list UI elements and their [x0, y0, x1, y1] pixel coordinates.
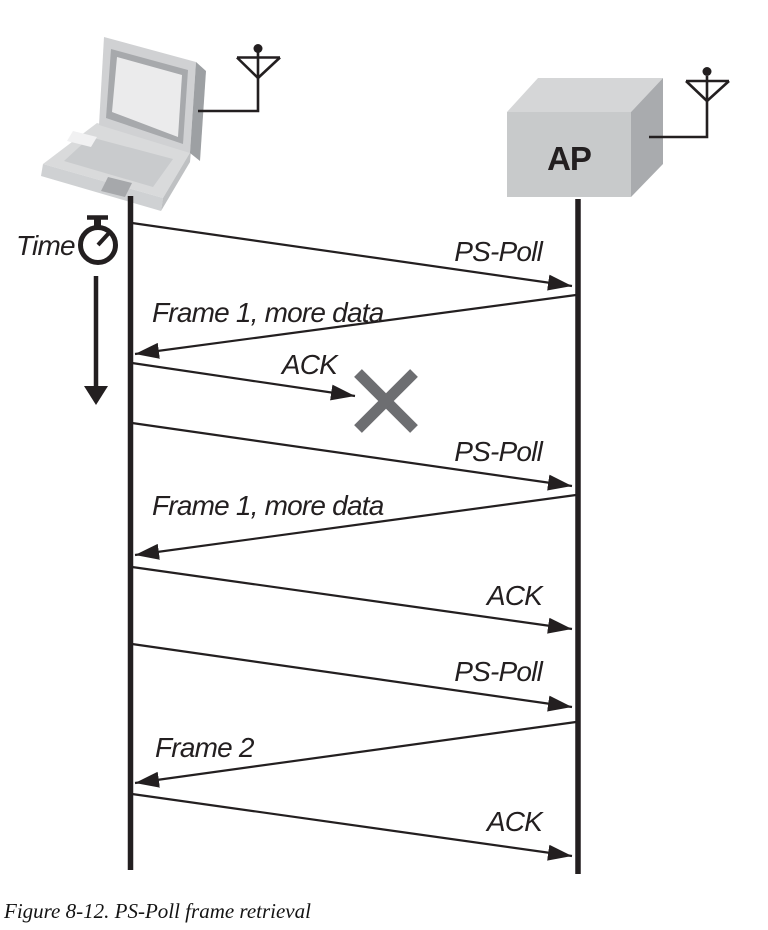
- ap-box-side: [631, 78, 663, 197]
- ap-box-front: [507, 112, 631, 197]
- x-icon: [354, 369, 418, 433]
- laptop-trackpad: [101, 177, 132, 197]
- message-label: Frame 2: [155, 732, 255, 763]
- ap-box-top: [507, 78, 663, 112]
- time-axis-label: Time: [16, 230, 75, 261]
- message-label: ACK: [280, 349, 339, 380]
- arrow-ack-3: [131, 792, 573, 861]
- figure-caption: Figure 8-12. PS-Poll frame retrieval: [3, 899, 311, 923]
- message-label: ACK: [485, 806, 544, 837]
- laptop-side-edge: [161, 151, 191, 211]
- message-label: Frame 1, more data: [152, 297, 384, 328]
- stopwatch-icon: [78, 215, 118, 265]
- antenna-icon: [198, 44, 281, 113]
- message-labels: PS-Poll Frame 1, more data ACK PS-Poll F…: [152, 236, 545, 837]
- laptop-screen: [112, 57, 182, 137]
- arrow-frame1-1: [134, 293, 577, 359]
- message-arrows: [131, 221, 577, 861]
- laptop-icon: [41, 37, 206, 211]
- arrow-ps-poll-1: [131, 221, 573, 291]
- ap-node-label: AP: [547, 140, 591, 177]
- message-label: Frame 1, more data: [152, 490, 384, 521]
- message-label: ACK: [485, 580, 544, 611]
- arrow-ps-poll-3: [131, 642, 573, 712]
- ap-box: AP: [507, 78, 663, 197]
- message-label: PS-Poll: [454, 236, 543, 267]
- laptop-drive-slot: [67, 131, 97, 147]
- arrow-frame2: [134, 720, 577, 788]
- antenna-icon: [649, 67, 730, 139]
- arrow-ps-poll-2: [131, 421, 573, 491]
- time-axis: Time: [16, 215, 118, 405]
- arrow-ack-2: [131, 565, 573, 634]
- arrow-frame1-2: [134, 493, 577, 560]
- down-arrow-icon: [84, 276, 108, 405]
- message-label: PS-Poll: [454, 436, 543, 467]
- arrow-ack-lost: [131, 361, 356, 401]
- message-label: PS-Poll: [454, 656, 543, 687]
- laptop-keyboard: [64, 137, 173, 187]
